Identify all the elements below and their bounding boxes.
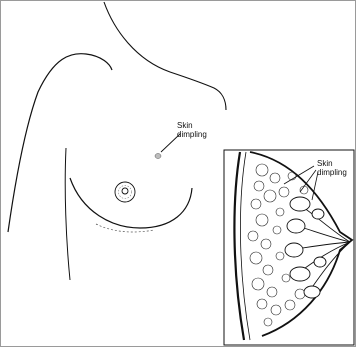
skin-dimpling-label: Skin dimpling xyxy=(177,121,207,139)
inset-skin-dimpling-label: Skin dimpling xyxy=(317,159,347,177)
